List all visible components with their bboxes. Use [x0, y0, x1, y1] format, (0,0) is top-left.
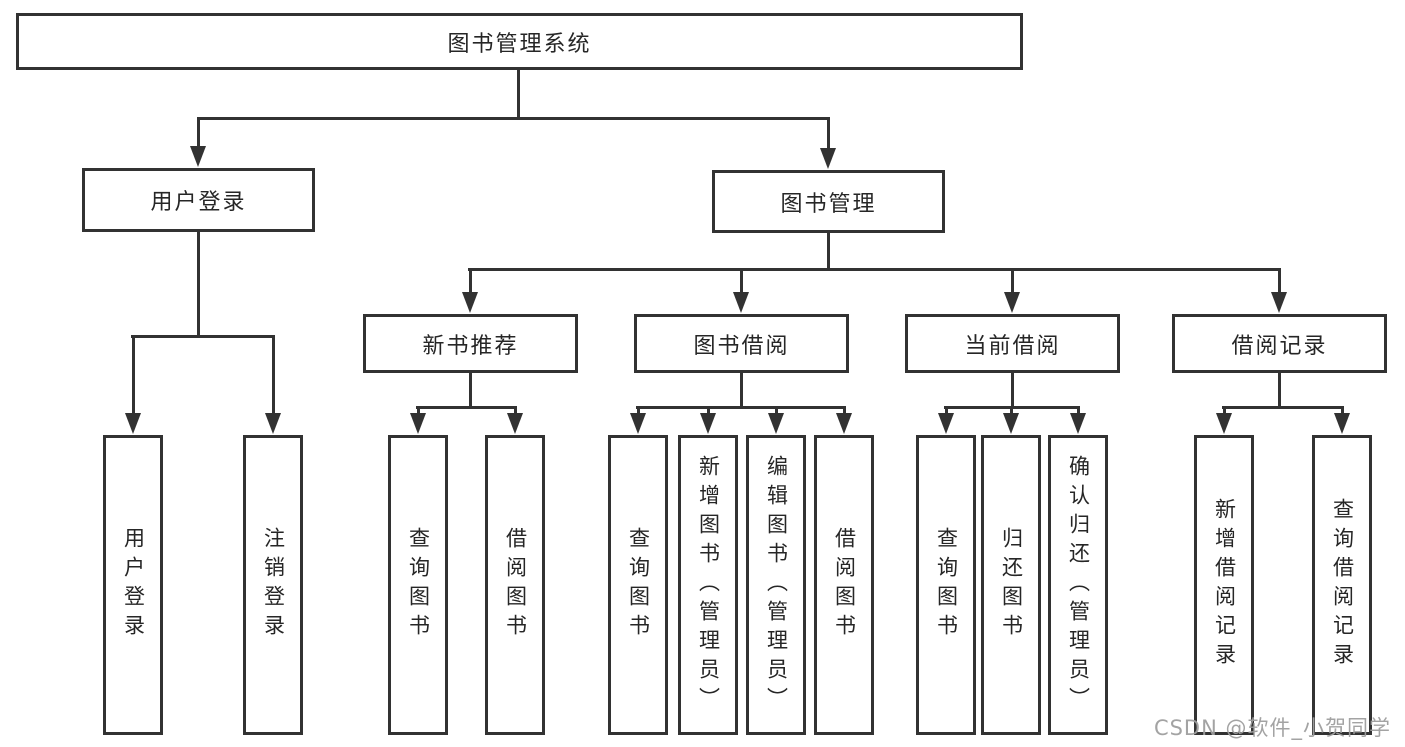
arrow-down-icon	[190, 146, 206, 167]
arrow-down-icon	[820, 148, 836, 169]
edge-group2-stem	[740, 371, 743, 408]
leaf-confirm-return-admin: 确认归还（管理员）	[1048, 435, 1108, 735]
leaf-query-books-2: 查询图书	[608, 435, 668, 735]
arrow-down-icon	[733, 292, 749, 313]
arrow-down-icon	[1070, 413, 1086, 434]
edge-to-leaf-logout	[272, 335, 275, 415]
node-book-management: 图书管理	[712, 170, 945, 233]
arrow-down-icon	[1271, 292, 1287, 313]
arrow-down-icon	[630, 413, 646, 434]
edge-to-leaf-user-login	[132, 335, 135, 415]
edge-leaf-shaft	[1223, 406, 1226, 415]
leaf-logout: 注销登录	[243, 435, 303, 735]
leaf-add-book-admin: 新增图书（管理员）	[678, 435, 738, 735]
edge-level2-horizontal	[197, 117, 830, 120]
edge-group2-horizontal	[636, 406, 846, 409]
leaf-query-borrow-record: 查询借阅记录	[1312, 435, 1372, 735]
node-user-login: 用户登录	[82, 168, 315, 232]
arrow-down-icon	[700, 413, 716, 434]
edge-to-user-login	[197, 117, 200, 148]
edge-leaf-shaft	[1341, 406, 1344, 415]
leaf-add-borrow-record: 新增借阅记录	[1194, 435, 1254, 735]
edge-to-borrowing-records	[1278, 268, 1281, 294]
node-book-borrowing: 图书借阅	[634, 314, 849, 373]
arrow-down-icon	[1334, 413, 1350, 434]
arrow-down-icon	[768, 413, 784, 434]
edge-leaf-shaft	[1010, 406, 1013, 415]
edge-group1-stem	[469, 371, 472, 408]
edge-to-book-borrowing	[740, 268, 743, 294]
edge-group1-horizontal	[416, 406, 517, 409]
edge-leaf-shaft	[843, 406, 846, 415]
arrow-down-icon	[836, 413, 852, 434]
edge-root-stem	[517, 69, 520, 120]
leaf-query-books-3: 查询图书	[916, 435, 976, 735]
edge-to-book-management	[827, 117, 830, 150]
watermark-text: CSDN @软件_小贺同学	[1153, 716, 1391, 740]
edge-group4-horizontal	[1222, 406, 1344, 409]
arrow-down-icon	[462, 292, 478, 313]
edge-book-management-stem	[827, 231, 830, 270]
edge-group4-stem	[1278, 371, 1281, 408]
arrow-down-icon	[265, 413, 281, 434]
arrow-down-icon	[410, 413, 426, 434]
node-borrowing-records: 借阅记录	[1172, 314, 1387, 373]
edge-leaf-shaft	[775, 406, 778, 415]
edge-leaf-shaft	[514, 406, 517, 415]
arrow-down-icon	[1004, 292, 1020, 313]
leaf-return-books: 归还图书	[981, 435, 1041, 735]
leaf-borrow-books-2: 借阅图书	[814, 435, 874, 735]
edge-leaf-shaft	[417, 406, 420, 415]
edge-leaf-shaft	[637, 406, 640, 415]
leaf-query-books-1: 查询图书	[388, 435, 448, 735]
edge-group3-stem	[1011, 371, 1014, 408]
node-new-book-recommendation: 新书推荐	[363, 314, 578, 373]
edge-leaf-shaft	[945, 406, 948, 415]
leaf-user-login: 用户登录	[103, 435, 163, 735]
edge-user-leaves-horizontal	[131, 335, 275, 338]
edge-to-new-book-recommendation	[469, 268, 472, 294]
leaf-edit-book-admin: 编辑图书（管理员）	[746, 435, 806, 735]
arrow-down-icon	[1216, 413, 1232, 434]
edge-leaf-shaft	[707, 406, 710, 415]
arrow-down-icon	[1003, 413, 1019, 434]
arrow-down-icon	[507, 413, 523, 434]
edge-level3-horizontal	[468, 268, 1281, 271]
node-current-borrowing: 当前借阅	[905, 314, 1120, 373]
edge-to-current-borrowing	[1011, 268, 1014, 294]
arrow-down-icon	[938, 413, 954, 434]
edge-leaf-shaft	[1077, 406, 1080, 415]
node-library-management-system: 图书管理系统	[16, 13, 1023, 70]
edge-user-login-stem	[197, 231, 200, 337]
leaf-borrow-books-1: 借阅图书	[485, 435, 545, 735]
arrow-down-icon	[125, 413, 141, 434]
